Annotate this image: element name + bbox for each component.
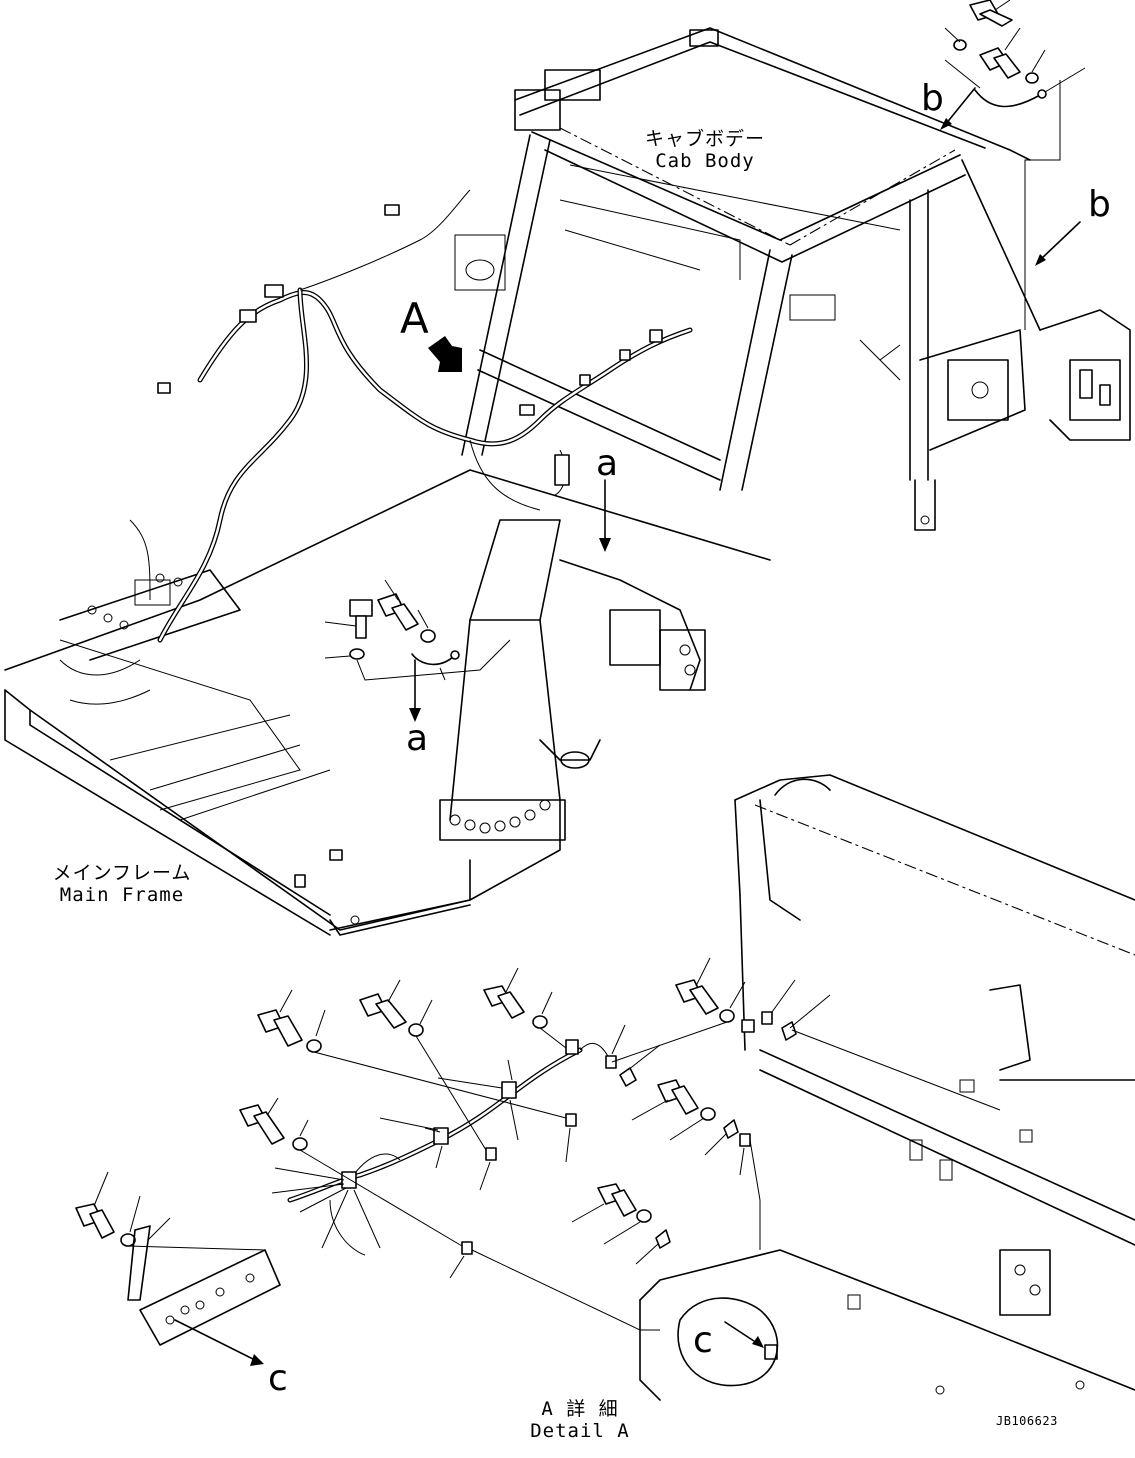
bolt-icon (257, 1009, 303, 1047)
bolt-icon (675, 979, 719, 1015)
washer-icon (953, 39, 967, 51)
ref-label-a-top: a (596, 443, 618, 484)
view-arrow-icon (428, 336, 462, 372)
bolt-icon (75, 1203, 115, 1239)
washer-icon (292, 1137, 308, 1151)
main-frame-drawing (4, 469, 771, 936)
frame-bolt-row (87, 573, 183, 630)
ground-strap-icon (127, 1225, 151, 1301)
bolt-icon (359, 993, 407, 1029)
bolt-icon (349, 599, 373, 639)
ref-label-b-right: b (1088, 184, 1111, 225)
main-frame-label-en: Main Frame (59, 884, 185, 906)
detail-a-label-en: Detail A (530, 1420, 630, 1442)
ref-label-c-circle: c (693, 1320, 713, 1361)
main-frame-label-jp: メインフレーム (52, 862, 192, 884)
ref-label-a-bottom: a (406, 718, 428, 759)
washer-icon (532, 1015, 548, 1029)
clamp-icon (739, 1133, 751, 1147)
washer-icon (1025, 72, 1039, 84)
main-frame-label: メインフレーム Main Frame (52, 862, 192, 906)
detail-a-label-jp: A 詳 細 (541, 1398, 619, 1420)
clamp-icon (341, 1171, 357, 1189)
clamp-icon (461, 1241, 473, 1255)
bolt-icon (657, 1079, 699, 1115)
clamp-icon (741, 1019, 755, 1033)
washer-icon (420, 629, 436, 643)
clamp-icon (655, 1229, 671, 1249)
parts-group-a (324, 479, 611, 722)
clamp-icon (565, 1113, 577, 1127)
washer-icon (700, 1107, 716, 1121)
view-label-a: A (400, 294, 429, 343)
bolt-icon (597, 1183, 637, 1217)
washer-icon (636, 1209, 652, 1223)
ref-label-b-top: b (921, 78, 944, 119)
clamp-icon (605, 1055, 617, 1069)
clamp-icon (485, 1147, 497, 1161)
parts-group-b-top (940, 0, 1086, 330)
washer-icon (306, 1039, 322, 1053)
cab-body-drawing (454, 27, 1131, 531)
pedestal-bolt-row (449, 799, 551, 834)
truck-frame-drawing (639, 774, 1135, 1401)
clamp-icon (565, 1039, 579, 1055)
wiring-harness (59, 189, 693, 888)
bolt-icon (969, 0, 1013, 27)
drawing-code: JB106623 (996, 1414, 1058, 1428)
clamp-icon (433, 1127, 449, 1145)
clamp-icon (501, 1081, 517, 1099)
bolt-icon (483, 985, 525, 1019)
bolt-icon (239, 1104, 285, 1145)
clamp-icon (761, 1011, 773, 1025)
cab-body-label-en: Cab Body (655, 150, 755, 172)
ground-strap-icon (974, 89, 1041, 108)
cab-body-label: キャブボデー Cab Body (640, 128, 770, 172)
washer-icon (719, 1009, 735, 1023)
ground-strap-icon (411, 653, 456, 666)
bolt-icon (979, 47, 1021, 79)
clamp-icon (723, 1119, 739, 1139)
detail-a-label: A 詳 細 Detail A (520, 1398, 640, 1442)
cab-body-label-jp: キャブボデー (644, 128, 765, 150)
washer-icon (408, 1023, 424, 1037)
clamp-icon (619, 1067, 637, 1087)
washer-icon (349, 648, 365, 660)
detail-a-drawing (75, 957, 1001, 1366)
ref-label-c-left: c (268, 1358, 288, 1399)
